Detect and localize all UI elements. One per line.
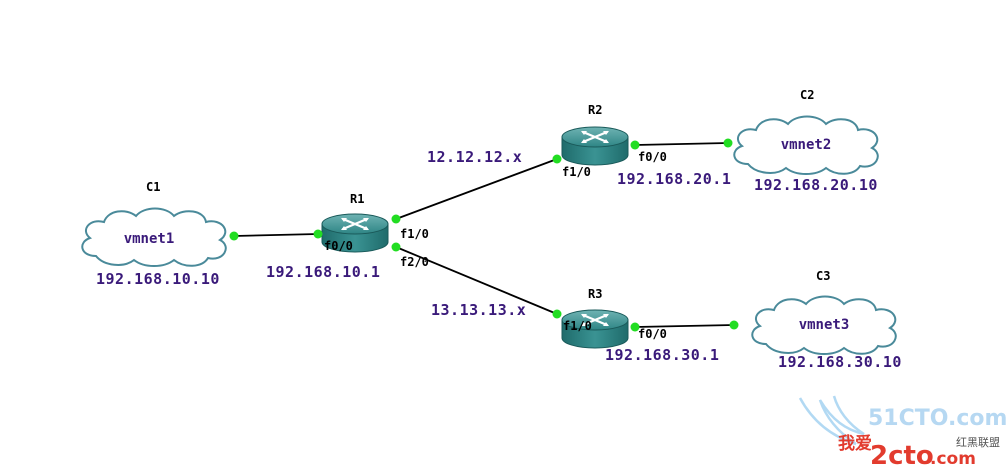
ip-label-c1: 192.168.10.10 <box>96 270 220 288</box>
router-r2[interactable] <box>560 125 630 167</box>
wing-icon <box>798 395 865 446</box>
link-r2-c2 <box>634 142 729 146</box>
cloud-c1-label: vmnet1 <box>124 231 175 247</box>
cloud-c2-name: C2 <box>800 88 814 102</box>
port-dot <box>552 309 562 319</box>
router-r1-name: R1 <box>350 192 364 206</box>
port-dot <box>313 229 323 239</box>
router-r3-name: R3 <box>588 287 602 301</box>
ip-label-r1-lan: 192.168.10.1 <box>266 263 380 281</box>
cloud-c3-name: C3 <box>816 269 830 283</box>
watermark-site: 51CTO.com <box>868 406 1007 431</box>
port-dot <box>723 138 733 148</box>
port-dot <box>391 214 401 224</box>
port-label-r1-f10: f1/0 <box>400 227 429 241</box>
watermark-slogan: 我爱 <box>838 433 872 454</box>
ip-label-c3: 192.168.30.10 <box>778 353 902 371</box>
port-dots <box>229 138 739 332</box>
port-label-r2-f00: f0/0 <box>638 150 667 164</box>
cloud-c2-label: vmnet2 <box>781 137 832 153</box>
watermark-union: 红黑联盟 <box>956 436 1000 449</box>
port-label-r3-f10: f1/0 <box>563 319 592 333</box>
watermark: 51CTO.com 我爱 2cto .com 红黑联盟 <box>798 395 1007 471</box>
cloud-c2[interactable]: vmnet2 <box>733 115 879 175</box>
port-label-r1-f00: f0/0 <box>324 239 353 253</box>
cloud-c1[interactable]: vmnet1 <box>81 207 227 267</box>
watermark-brand-suffix: .com <box>930 449 976 469</box>
port-dot <box>630 140 640 150</box>
links <box>233 142 735 328</box>
port-dot <box>552 154 562 164</box>
router-icon <box>560 125 630 167</box>
network-label-r1-r2: 12.12.12.x <box>427 148 522 166</box>
port-label-r2-f10: f1/0 <box>562 165 591 179</box>
ip-label-r3-lan: 192.168.30.1 <box>605 346 719 364</box>
cloud-c3-label: vmnet3 <box>799 317 850 333</box>
link-r1-r2 <box>395 158 558 220</box>
network-label-r1-r3: 13.13.13.x <box>431 301 526 319</box>
router-r2-name: R2 <box>588 103 602 117</box>
cloud-c1-name: C1 <box>146 180 160 194</box>
port-label-r3-f00: f0/0 <box>638 327 667 341</box>
ip-label-c2: 192.168.20.10 <box>754 176 878 194</box>
ip-label-r2-lan: 192.168.20.1 <box>617 170 731 188</box>
link-r1-r3 <box>395 246 558 315</box>
watermark-brand: 2cto <box>870 441 934 471</box>
cloud-c3[interactable]: vmnet3 <box>751 295 897 355</box>
link-c1-r1 <box>233 233 319 237</box>
port-label-r1-f20: f2/0 <box>400 255 429 269</box>
port-dot <box>391 242 401 252</box>
port-dot <box>630 322 640 332</box>
port-dot <box>229 231 239 241</box>
link-r3-c3 <box>634 324 735 328</box>
port-dot <box>729 320 739 330</box>
